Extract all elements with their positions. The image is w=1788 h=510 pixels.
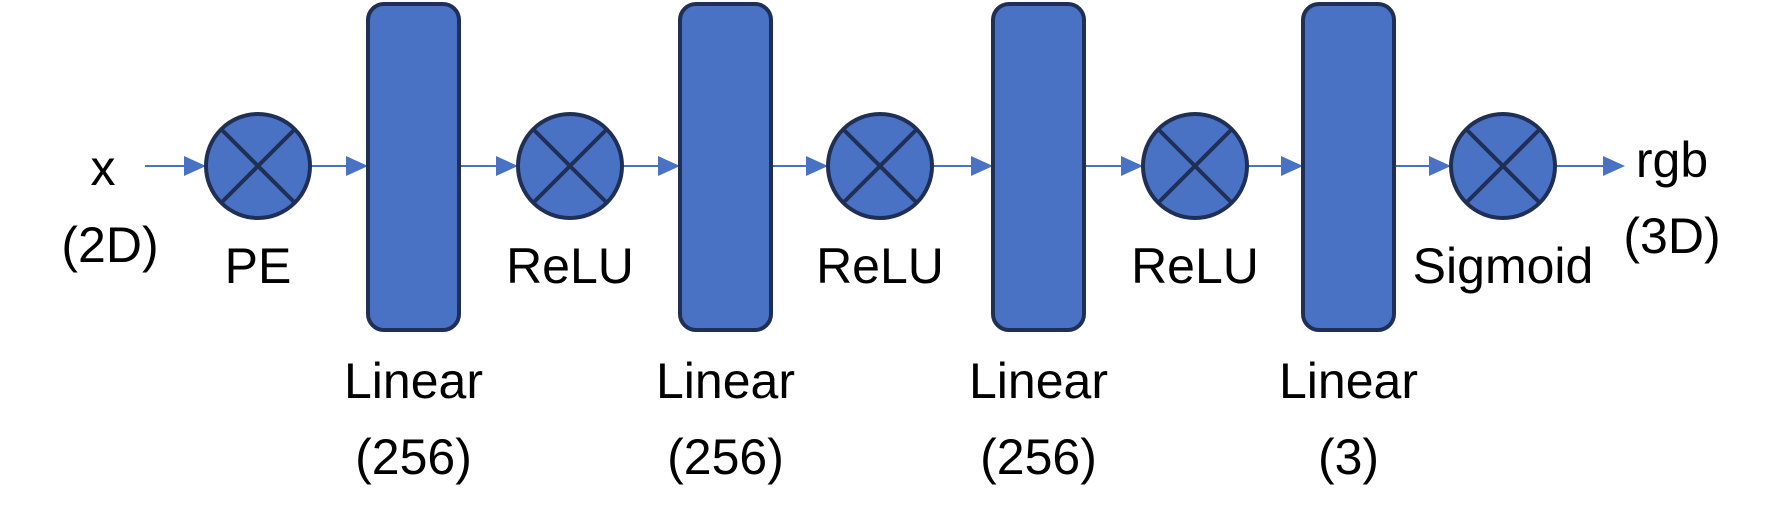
linear-layer-block: Linear (3)	[1279, 2, 1418, 485]
arrow-4	[771, 156, 828, 176]
layer-size: (256)	[980, 429, 1097, 485]
arrow-head-icon	[1281, 156, 1303, 176]
layer-rect	[1301, 2, 1396, 332]
arrow-5	[932, 156, 993, 176]
layer-size: (256)	[355, 429, 472, 485]
arrow-head-icon	[658, 156, 680, 176]
layer-rect	[991, 2, 1086, 332]
linear-layer-block: Linear (256)	[344, 2, 483, 485]
arrow-2	[459, 156, 518, 176]
op-label: ReLU	[506, 238, 634, 294]
layer-label: Linear	[344, 353, 483, 409]
op-label: ReLU	[816, 238, 944, 294]
arrow-head-icon	[496, 156, 518, 176]
arrow-8	[1394, 156, 1451, 176]
output-name: rgb	[1636, 132, 1708, 188]
input-name: x	[91, 140, 116, 196]
arrow-head-icon	[346, 156, 368, 176]
arrow-1	[310, 156, 368, 176]
arrow-head-icon	[1429, 156, 1451, 176]
arrow-head-icon	[971, 156, 993, 176]
op-label: Sigmoid	[1413, 238, 1594, 294]
layer-rect	[366, 2, 461, 332]
op-node-relu: ReLU	[1131, 112, 1259, 294]
op-node-relu: ReLU	[506, 112, 634, 294]
layer-label: Linear	[1279, 353, 1418, 409]
linear-layer-block: Linear (256)	[656, 2, 795, 485]
cross-line	[219, 127, 297, 205]
arrow-head-icon	[1121, 156, 1143, 176]
op-label: PE	[225, 238, 292, 294]
arrow-output	[1555, 156, 1625, 176]
cross-line	[1464, 127, 1542, 205]
layer-rect	[678, 2, 773, 332]
output-dim: (3D)	[1623, 208, 1720, 264]
arrow-7	[1247, 156, 1303, 176]
op-node-pe: PE	[204, 112, 312, 294]
cross-line	[531, 127, 609, 205]
arrow-head-icon	[184, 156, 206, 176]
layer-label: Linear	[656, 353, 795, 409]
nodes: PE Linear (256) ReLU Linear (256) ReLU Linear (2…	[204, 2, 1594, 485]
arrow-6	[1084, 156, 1143, 176]
arrow-head-icon	[806, 156, 828, 176]
cross-line	[1156, 127, 1234, 205]
arrow-input	[145, 156, 206, 176]
cross-line	[841, 127, 919, 205]
op-node-sigmoid: Sigmoid	[1413, 112, 1594, 294]
layer-size: (3)	[1318, 429, 1379, 485]
op-node-relu: ReLU	[816, 112, 944, 294]
layer-size: (256)	[667, 429, 784, 485]
arrow-head-icon	[1603, 156, 1625, 176]
arrows	[145, 156, 1625, 176]
layer-label: Linear	[969, 353, 1108, 409]
arrow-3	[622, 156, 680, 176]
linear-layer-block: Linear (256)	[969, 2, 1108, 485]
input-dim: (2D)	[61, 217, 158, 273]
op-label: ReLU	[1131, 238, 1259, 294]
